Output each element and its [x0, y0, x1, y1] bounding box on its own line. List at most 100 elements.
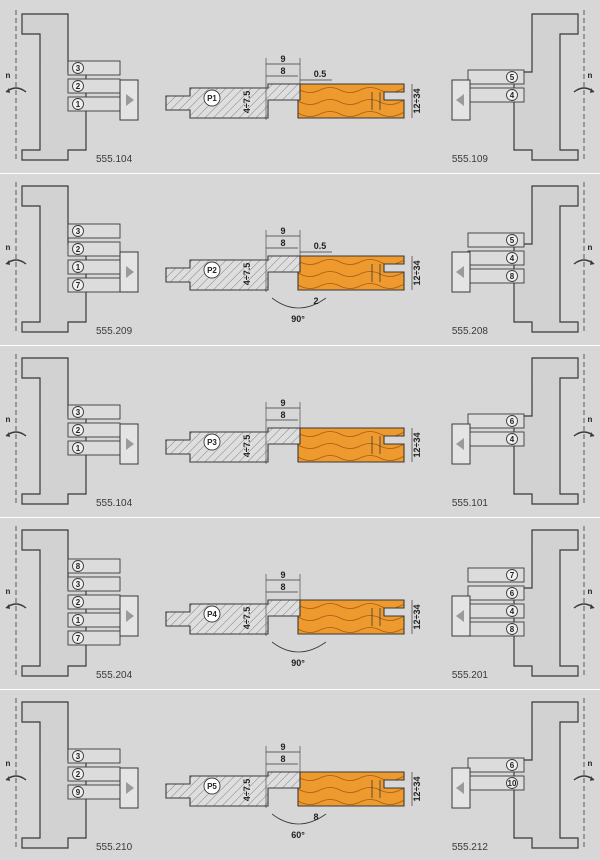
left-position-marker: [72, 750, 84, 762]
row-separator: [0, 345, 600, 346]
right-cutter-tip: [456, 94, 464, 106]
left-position-number: 2: [76, 426, 81, 435]
left-rpm-symbol: n: [6, 243, 11, 252]
left-position-number: 1: [76, 263, 81, 272]
row-separator: [0, 689, 600, 690]
left-rpm-symbol: n: [6, 415, 11, 424]
angle-arc: [271, 297, 327, 309]
row-separator: [0, 173, 600, 174]
left-board-profile: [165, 771, 301, 807]
left-tool-code: 555.210: [96, 842, 133, 853]
left-position-number: 8: [76, 562, 81, 571]
right-tool-code: 555.201: [452, 670, 489, 681]
dimension-a: 9: [280, 398, 285, 408]
right-position-number: 6: [510, 589, 515, 598]
left-cutter-tip: [126, 610, 134, 622]
right-position-number: 4: [510, 91, 515, 100]
right-position-number: 6: [510, 761, 515, 770]
left-position-marker: [72, 225, 84, 237]
right-position-marker: [506, 759, 518, 771]
left-position-number: 1: [76, 444, 81, 453]
left-rotation-arrow: [6, 776, 10, 781]
right-cutter-tip: [456, 782, 464, 794]
right-board-profile: [268, 771, 405, 807]
dimension-a: 9: [280, 742, 285, 752]
right-rotation-arrow: [590, 260, 594, 265]
right-rpm-symbol: n: [588, 415, 593, 424]
left-position-number: 9: [76, 788, 81, 797]
right-cutter-tip: [456, 610, 464, 622]
angle-arc: [271, 813, 327, 825]
left-rotation-arrow: [6, 88, 10, 93]
left-position-marker: [72, 560, 84, 572]
right-rotation-arrow: [590, 88, 594, 93]
left-position-number: 3: [76, 64, 81, 73]
right-position-marker: [506, 71, 518, 83]
groove-lines: [371, 608, 381, 626]
right-position-number: 8: [510, 272, 515, 281]
left-position-marker: [72, 632, 84, 644]
right-position-marker: [506, 89, 518, 101]
dimension-thickness: 4÷7.5: [242, 607, 252, 629]
left-board-profile: [165, 83, 301, 119]
right-position-number: 10: [508, 779, 517, 788]
left-position-marker: [72, 424, 84, 436]
right-rotation-arrow: [590, 776, 594, 781]
right-rotation-arrow: [590, 432, 594, 437]
left-rpm-symbol: n: [6, 71, 11, 80]
dimension-b: 8: [280, 238, 285, 248]
right-spindle-body: [513, 357, 579, 505]
left-position-number: 2: [76, 598, 81, 607]
groove-lines: [371, 264, 381, 282]
dimension-a: 9: [280, 570, 285, 580]
row-separator: [0, 517, 600, 518]
right-spindle-body: [513, 13, 579, 161]
left-cutter-tip: [126, 782, 134, 794]
dimension-thickness: 4÷7.5: [242, 263, 252, 285]
left-position-number: 2: [76, 770, 81, 779]
dimension-height: 12÷34: [412, 89, 422, 114]
left-position-marker: [72, 406, 84, 418]
right-position-number: 5: [510, 236, 515, 245]
left-position-number: 1: [76, 616, 81, 625]
dimension-b: 8: [280, 66, 285, 76]
right-board-profile: [268, 599, 405, 635]
right-position-number: 4: [510, 607, 515, 616]
left-position-number: 2: [76, 245, 81, 254]
left-spindle-body: [21, 185, 87, 333]
left-position-number: 7: [76, 634, 81, 643]
angle-label: 90°: [291, 314, 305, 324]
left-position-marker: [72, 614, 84, 626]
left-tool-code: 555.104: [96, 154, 133, 165]
profile-label: P1: [207, 94, 217, 103]
right-position-marker: [506, 605, 518, 617]
dimension-thickness: 4÷7.5: [242, 91, 252, 113]
right-position-number: 4: [510, 254, 515, 263]
left-position-number: 3: [76, 580, 81, 589]
left-board-profile: [165, 427, 301, 463]
angle-arc: [271, 641, 327, 653]
profile-marker: [203, 433, 221, 451]
right-position-number: 4: [510, 435, 515, 444]
dimension-a: 9: [280, 226, 285, 236]
profile-marker: [203, 89, 221, 107]
left-cutter-tip: [126, 438, 134, 450]
profile-marker: [203, 261, 221, 279]
dimension-thickness: 4÷7.5: [242, 435, 252, 457]
right-tool-code: 555.109: [452, 154, 489, 165]
profile-label: P5: [207, 782, 217, 791]
left-position-marker: [72, 243, 84, 255]
right-position-marker: [506, 433, 518, 445]
right-position-marker: [506, 587, 518, 599]
